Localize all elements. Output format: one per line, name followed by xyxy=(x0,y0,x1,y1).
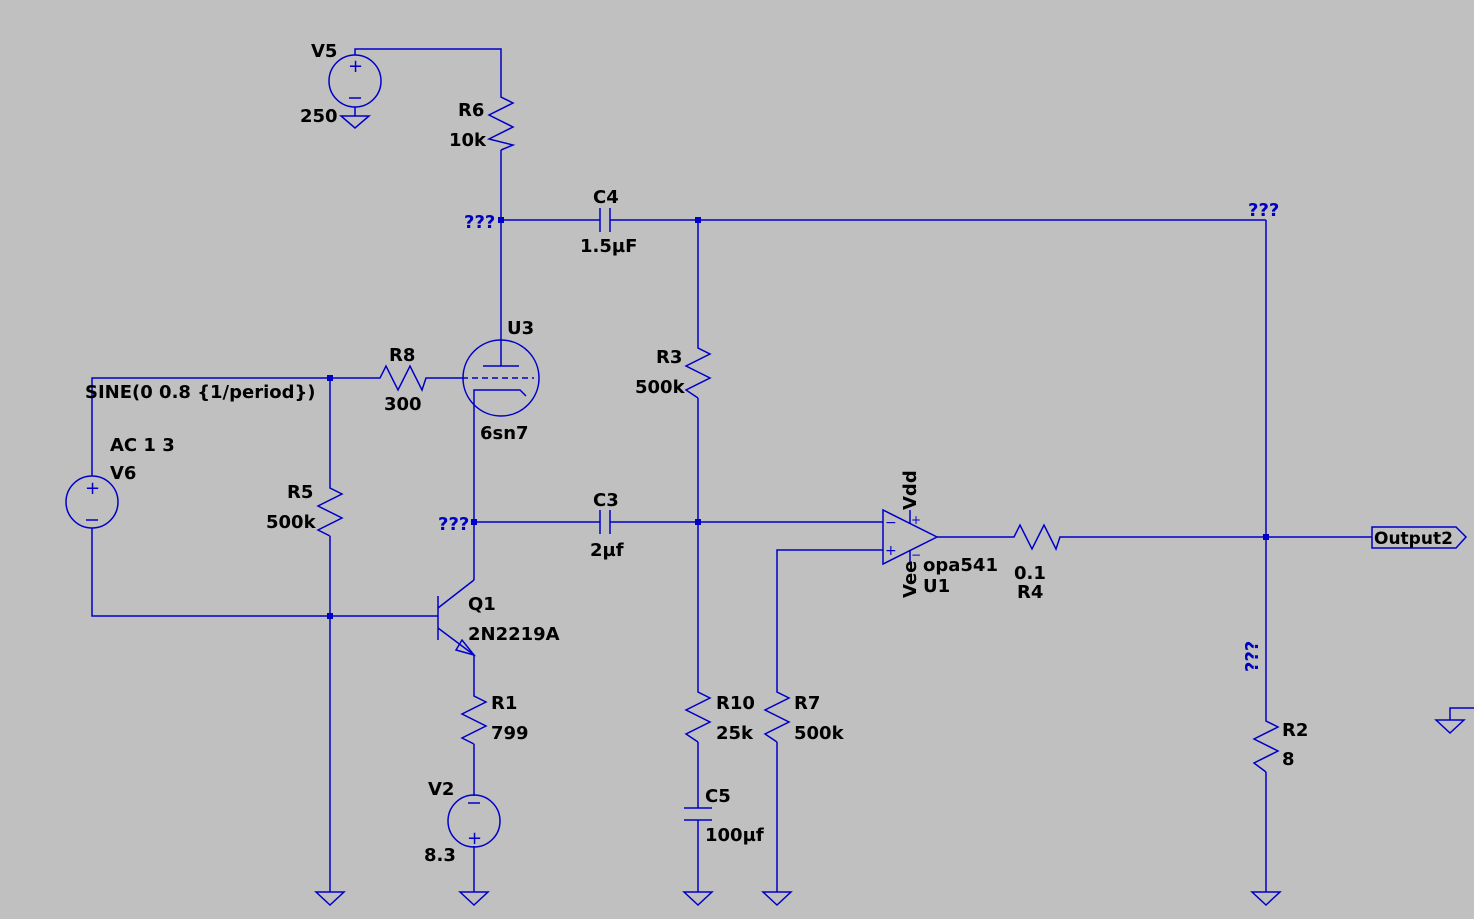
svg-text:+: + xyxy=(348,56,363,77)
q1-value-label: 2N2219A xyxy=(468,624,560,645)
ground-symbols xyxy=(314,719,1466,907)
svg-text:−: − xyxy=(911,548,921,562)
resistor-r1[interactable] xyxy=(460,690,488,745)
ground-icon xyxy=(1250,891,1282,907)
ground-icon xyxy=(1434,719,1466,735)
resistor-r6[interactable] xyxy=(486,92,516,151)
net-label-plate: ??? xyxy=(464,212,495,233)
resistor-r7[interactable] xyxy=(763,686,791,743)
v5-value-label: 250 xyxy=(300,106,338,127)
r10-ref-label: R10 xyxy=(716,693,755,714)
u1-value-label: opa541 xyxy=(923,555,998,576)
resistor-r4[interactable] xyxy=(1008,523,1062,551)
capacitor-c4[interactable] xyxy=(599,208,611,232)
u1-vee-label: Vee xyxy=(900,561,921,598)
v6-value-label: SINE(0 0.8 {1/period}) xyxy=(85,382,316,403)
u3-value-label: 6sn7 xyxy=(480,423,529,444)
svg-text:+: + xyxy=(885,543,897,559)
c3-value-label: 2µf xyxy=(590,540,624,561)
r1-ref-label: R1 xyxy=(491,693,517,714)
c4-ref-label: C4 xyxy=(593,187,619,208)
output-port-output2[interactable] xyxy=(1371,526,1468,549)
resistor-r5[interactable] xyxy=(316,482,344,537)
net-label-top-right: ??? xyxy=(1248,200,1279,221)
r10-value-label: 25k xyxy=(716,723,754,744)
r7-value-label: 500k xyxy=(794,723,845,744)
opamp-u1[interactable]: − + + − xyxy=(882,508,939,566)
vacuum-tube-u3[interactable] xyxy=(462,339,540,417)
r3-value-label: 500k xyxy=(635,377,686,398)
v6-ac-label: AC 1 3 xyxy=(110,435,175,456)
v6-ref-label: V6 xyxy=(110,463,136,484)
r7-ref-label: R7 xyxy=(794,693,820,714)
net-label-collector: ??? xyxy=(438,514,469,535)
svg-text:−: − xyxy=(885,515,897,531)
capacitor-c5[interactable] xyxy=(684,807,712,821)
r5-value-label: 500k xyxy=(266,512,317,533)
resistor-r10[interactable] xyxy=(684,686,712,743)
resistor-r2[interactable] xyxy=(1252,715,1280,773)
u3-ref-label: U3 xyxy=(507,318,534,339)
r5-ref-label: R5 xyxy=(287,482,313,503)
r4-value-label: 0.1 xyxy=(1014,563,1046,584)
r4-ref-label: R4 xyxy=(1017,582,1043,603)
v2-value-label: 8.3 xyxy=(424,845,456,866)
svg-text:+: + xyxy=(467,828,482,849)
u1-ref-label: U1 xyxy=(923,576,950,597)
r8-value-label: 300 xyxy=(384,394,422,415)
ground-icon xyxy=(314,891,346,907)
junction-dots xyxy=(327,217,1269,619)
v2-ref-label: V2 xyxy=(428,779,454,800)
svg-text:+: + xyxy=(911,513,921,527)
output-port-label: Output2 xyxy=(1374,529,1453,549)
transistor-q1[interactable] xyxy=(437,579,477,657)
v5-ref-label: V5 xyxy=(311,41,337,62)
net-label-output-node: ??? xyxy=(1242,641,1263,672)
r6-ref-label: R6 xyxy=(458,100,484,121)
svg-text:+: + xyxy=(85,478,100,499)
c3-ref-label: C3 xyxy=(593,490,619,511)
c4-value-label: 1.5µF xyxy=(580,236,637,257)
ground-icon xyxy=(458,891,490,907)
r2-ref-label: R2 xyxy=(1282,720,1308,741)
wires xyxy=(91,48,1474,892)
capacitor-c3[interactable] xyxy=(599,510,611,534)
u1-vdd-label: Vdd xyxy=(900,470,921,510)
c5-value-label: 100µf xyxy=(705,825,764,846)
c5-ref-label: C5 xyxy=(705,786,731,807)
resistor-r8[interactable] xyxy=(374,364,430,392)
r6-value-label: 10k xyxy=(449,130,487,151)
r2-value-label: 8 xyxy=(1282,749,1295,770)
voltage-source-v6[interactable]: + xyxy=(65,475,119,529)
voltage-source-v5[interactable]: + xyxy=(328,54,382,129)
r1-value-label: 799 xyxy=(491,723,529,744)
q1-ref-label: Q1 xyxy=(468,594,496,615)
r3-ref-label: R3 xyxy=(656,347,682,368)
ground-icon xyxy=(761,891,793,907)
voltage-source-v2[interactable]: + xyxy=(447,794,501,849)
ground-icon xyxy=(682,891,714,907)
r8-ref-label: R8 xyxy=(389,345,415,366)
resistor-r3[interactable] xyxy=(684,342,712,399)
